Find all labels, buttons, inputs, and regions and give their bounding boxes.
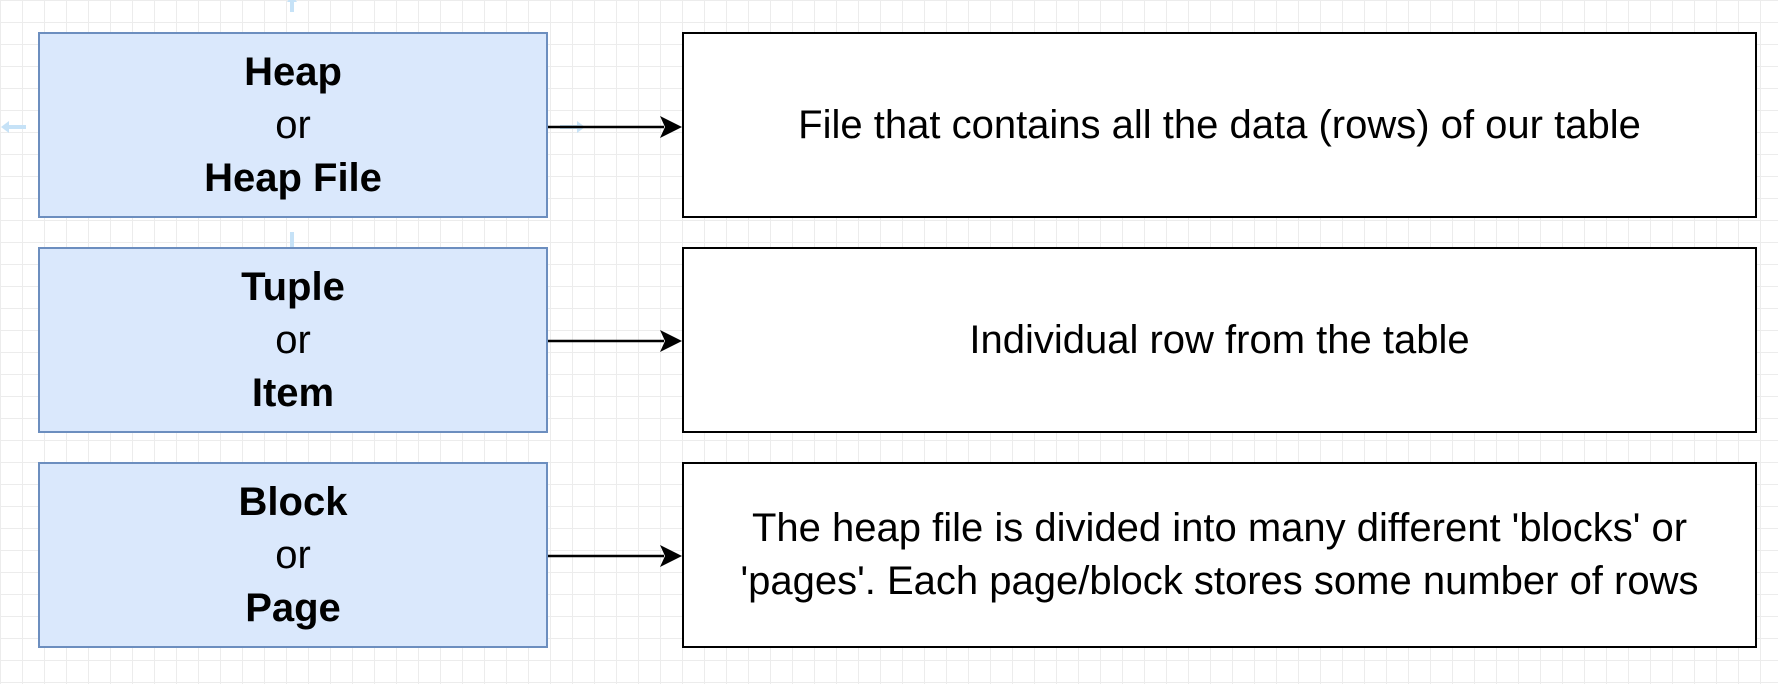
definition-text: File that contains all the data (rows) o…: [798, 102, 1641, 147]
selection-handle-top-icon[interactable]: [285, 0, 299, 12]
term-or-label: or: [275, 317, 311, 362]
arrowhead-icon: [660, 116, 682, 138]
definition-text: The heap file is divided into many diffe…: [740, 506, 1699, 603]
arrowhead-icon: [660, 330, 682, 352]
term-or-label: or: [275, 102, 311, 147]
term-box-block[interactable]: Block or Page: [38, 462, 548, 648]
term-or-label: or: [275, 532, 311, 577]
term-box-heap[interactable]: Heap or Heap File: [38, 32, 548, 218]
definition-text: Individual row from the table: [969, 317, 1470, 362]
term-alternate-label: Heap File: [204, 155, 382, 200]
term-alternate-label: Item: [251, 370, 335, 415]
term-primary-label: Heap: [244, 49, 342, 94]
selection-handle-right-icon[interactable]: [560, 116, 586, 138]
selection-handle-left-icon[interactable]: [0, 116, 26, 138]
arrowhead-icon: [660, 545, 682, 567]
term-primary-label: Block: [238, 479, 348, 524]
term-box-tuple[interactable]: Tuple or Item: [38, 247, 548, 433]
term-alternate-label: Page: [245, 585, 341, 630]
definition-box-heap[interactable]: File that contains all the data (rows) o…: [682, 32, 1757, 218]
definition-box-tuple[interactable]: Individual row from the table: [682, 247, 1757, 433]
term-primary-label: Tuple: [241, 264, 345, 309]
definition-box-block[interactable]: The heap file is divided into many diffe…: [682, 462, 1757, 648]
